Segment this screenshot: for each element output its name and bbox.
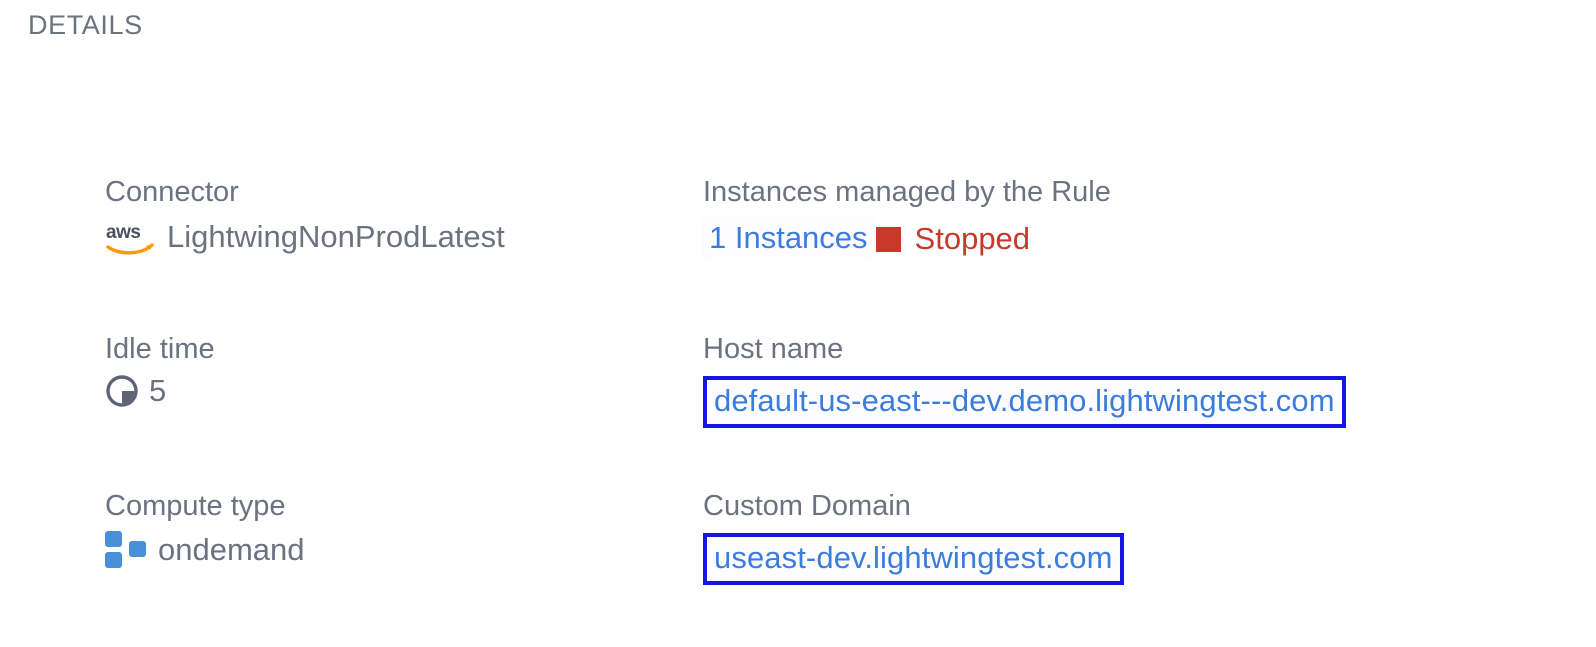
idle-time-value-row: 5	[105, 374, 215, 408]
detail-row: Compute type ondemand Custom Domain usea…	[0, 490, 1596, 647]
host-name-link[interactable]: default-us-east---dev.demo.lightwingtest…	[714, 383, 1335, 419]
svg-text:aws: aws	[106, 222, 140, 243]
compute-type-label: Compute type	[105, 490, 286, 522]
connector-label: Connector	[105, 176, 239, 208]
instances-value-row: 1 Instances Stopped	[703, 217, 1111, 262]
field-idle-time: Idle time 5	[105, 333, 215, 408]
connector-name: LightwingNonProdLatest	[167, 219, 505, 255]
field-compute-type: Compute type ondemand	[105, 490, 305, 569]
custom-domain-link[interactable]: useast-dev.lightwingtest.com	[714, 540, 1113, 576]
connector-value-row: aws LightwingNonProdLatest	[105, 217, 505, 257]
host-name-label: Host name	[703, 333, 844, 365]
detail-row: Connector aws LightwingNonProdLatest Ins…	[0, 176, 1596, 333]
field-custom-domain: Custom Domain useast-dev.lightwingtest.c…	[703, 490, 1124, 586]
compute-blocks-icon	[105, 531, 147, 569]
idle-time-label: Idle time	[105, 333, 215, 365]
field-connector: Connector aws LightwingNonProdLatest	[105, 176, 505, 257]
field-instances: Instances managed by the Rule 1 Instance…	[703, 176, 1111, 262]
compute-type-value-row: ondemand	[105, 531, 305, 569]
detail-row: Idle time 5 Host name default-us-east---…	[0, 333, 1596, 490]
aws-logo-icon: aws	[105, 217, 157, 257]
page-title: DETAILS	[28, 10, 143, 40]
custom-domain-label: Custom Domain	[703, 490, 911, 522]
details-grid: Connector aws LightwingNonProdLatest Ins…	[0, 176, 1596, 647]
clock-icon	[105, 374, 139, 408]
instances-count-link[interactable]: 1 Instances	[703, 217, 874, 262]
idle-time-value: 5	[149, 373, 167, 409]
status-badge: Stopped	[914, 221, 1031, 257]
status-swatch-icon	[875, 226, 901, 252]
field-host-name: Host name default-us-east---dev.demo.lig…	[703, 333, 1346, 429]
instances-label: Instances managed by the Rule	[703, 176, 1111, 208]
compute-type-value: ondemand	[158, 532, 305, 568]
custom-domain-highlight-box: useast-dev.lightwingtest.com	[703, 533, 1124, 586]
host-name-highlight-box: default-us-east---dev.demo.lightwingtest…	[703, 376, 1346, 429]
